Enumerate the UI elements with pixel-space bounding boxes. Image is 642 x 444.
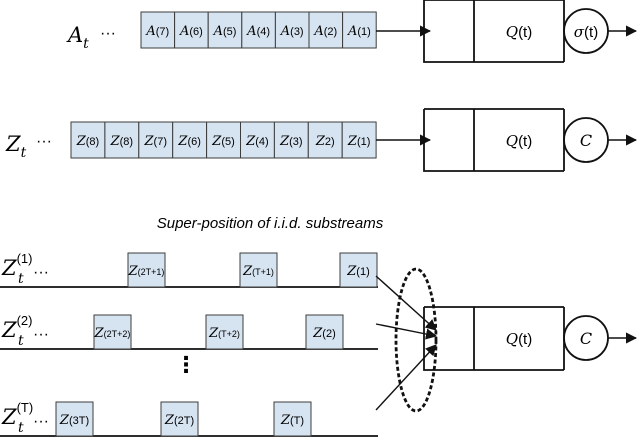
substream-3-packet-1-label: Z(3T) xyxy=(59,413,89,428)
substream-1-packet-3: Z(1) xyxy=(339,252,378,288)
mid-packet-1: Z(8) xyxy=(70,121,106,159)
substream-2-packet-1: Z(2T+2) xyxy=(93,314,132,350)
top-queue-label: Q(t) xyxy=(506,23,532,41)
svg-text:At: At xyxy=(66,23,89,52)
mid-packet-4: Z(6) xyxy=(172,121,208,159)
top-packet-4-label: A(4) xyxy=(246,24,270,39)
vertical-dots: ⋮ xyxy=(175,352,197,377)
bottom-server: C xyxy=(563,315,609,361)
substream-rows: Z(1)t···Z(2T+1)Z(T+1)Z(1)Z(2)t···Z(2T+2)… xyxy=(0,251,378,437)
mid-packet-5: Z(5) xyxy=(206,121,242,159)
top-server-label: σ(t) xyxy=(574,23,598,41)
mid-packet-8: Z2) xyxy=(307,121,343,159)
top-packet-6: A(2) xyxy=(308,11,344,49)
mid-packet-7: Z(3) xyxy=(273,121,309,159)
substream-3-packet-1: Z(3T) xyxy=(55,401,94,437)
substream-1-label: Z(1) xyxy=(1,251,32,280)
substream-1-packet-2: Z(T+1) xyxy=(239,252,278,288)
merge-arrow-1 xyxy=(375,275,437,331)
mid-server-label: C xyxy=(580,131,592,150)
top-packet-6-label: A(2) xyxy=(313,24,337,39)
mid-packet-8-label: Z2) xyxy=(315,134,335,149)
mid-packet-6-label: Z(4) xyxy=(245,134,269,149)
mid-stream-symbol: Z xyxy=(5,132,21,156)
substream-1-packet-3-label: Z(1) xyxy=(346,264,370,279)
substream-2-packet-3: Z(2) xyxy=(305,314,344,350)
substream-3-packet-3: Z(T) xyxy=(273,401,312,437)
substream-2-subscript: t xyxy=(18,333,24,349)
substream-3-subscript: t xyxy=(18,420,24,436)
substream-2-packet-2-label: Z(T+2) xyxy=(208,326,240,341)
mid-packet-7-label: Z(3) xyxy=(279,134,303,149)
top-packet-7: A(1) xyxy=(342,11,377,49)
substream-1-packet-1-label: Z(2T+1) xyxy=(128,264,165,279)
substream-2-label: Z(2) xyxy=(1,313,32,342)
mid-queue-label: Q(t) xyxy=(506,132,532,150)
mid-packet-2: Z(8) xyxy=(104,121,140,159)
substream-3-ellipsis: ··· xyxy=(33,413,49,430)
mid-stream-label: Zt ··· xyxy=(5,132,52,161)
mid-packet-9-label: Z(1) xyxy=(347,134,371,149)
substream-3-packet-2: Z(2T) xyxy=(160,401,199,437)
mid-packet-9: Z(1) xyxy=(341,121,377,159)
mid-packet-6: Z(4) xyxy=(240,121,275,159)
substream-1-packet-2-label: Z(T+1) xyxy=(242,264,274,279)
substream-1-subscript: t xyxy=(18,271,24,287)
mid-packet-2-label: Z(8) xyxy=(110,134,134,149)
top-packet-1: A(7) xyxy=(140,11,176,49)
top-packet-5-label: A(3) xyxy=(280,24,304,39)
substream-2-packet-3-label: Z(2) xyxy=(312,326,336,341)
mid-stream-ellipsis: ··· xyxy=(36,133,52,150)
mid-packet-1-label: Z(8) xyxy=(76,134,100,149)
top-packet-3-label: A(5) xyxy=(213,24,237,39)
substream-2-packet-1-label: Z(2T+2) xyxy=(94,326,131,341)
bottom-queue: Q(t) xyxy=(423,306,565,371)
substream-1-ellipsis: ··· xyxy=(33,264,49,281)
top-stream-label: At ··· xyxy=(66,23,116,52)
substream-3-packet-2-label: Z(2T) xyxy=(164,413,194,428)
substream-1-packet-1: Z(2T+1) xyxy=(127,252,166,288)
substream-3-packet-3-label: Z(T) xyxy=(280,413,304,428)
top-stream-ellipsis: ··· xyxy=(100,25,116,42)
mid-server: C xyxy=(563,117,609,163)
substream-2-packet-2: Z(T+2) xyxy=(205,314,244,350)
top-stream-symbol: A xyxy=(66,23,83,47)
mid-stream-subscript: t xyxy=(21,145,27,161)
top-packet-7-label: A(1) xyxy=(347,24,371,39)
superposition-caption: Super-position of i.i.d. substreams xyxy=(157,215,384,232)
merge-arrow-3 xyxy=(375,344,437,411)
superposition-ellipse xyxy=(394,267,438,413)
top-packet-5: A(3) xyxy=(274,11,310,49)
top-packet-2: A(6) xyxy=(174,11,209,49)
top-packet-row: A(7) A(6) A(5) A(4) A(3) A(2) A(1) xyxy=(140,11,377,49)
top-packet-3: A(5) xyxy=(207,11,243,49)
top-buffer-outline xyxy=(423,0,564,63)
top-packet-2-label: A(6) xyxy=(179,24,203,39)
mid-packet-3: Z(7) xyxy=(138,121,174,159)
mid-packet-5-label: Z(5) xyxy=(211,134,235,149)
top-packet-1-label: A(7) xyxy=(145,24,169,39)
svg-text:Zt: Zt xyxy=(5,132,27,161)
top-packet-4: A(4) xyxy=(241,11,276,49)
top-stream-subscript: t xyxy=(83,36,89,52)
mid-packet-4-label: Z(6) xyxy=(177,134,201,149)
mid-queue: Q(t) xyxy=(423,108,565,172)
substream-3-label: Z(T) xyxy=(1,400,33,429)
bottom-server-label: C xyxy=(580,329,592,348)
substream-2-ellipsis: ··· xyxy=(33,326,49,343)
bottom-queue-label: Q(t) xyxy=(506,330,532,348)
merge-arrow-2 xyxy=(375,323,438,340)
mid-packet-3-label: Z(7) xyxy=(144,134,168,149)
top-queue: Q(t) xyxy=(423,0,565,63)
top-server: σ(t) xyxy=(563,8,609,54)
mid-packet-row: Z(8) Z(8) Z(7) Z(6) Z(5) Z(4) Z(3) Z2) Z(1) xyxy=(70,121,377,159)
